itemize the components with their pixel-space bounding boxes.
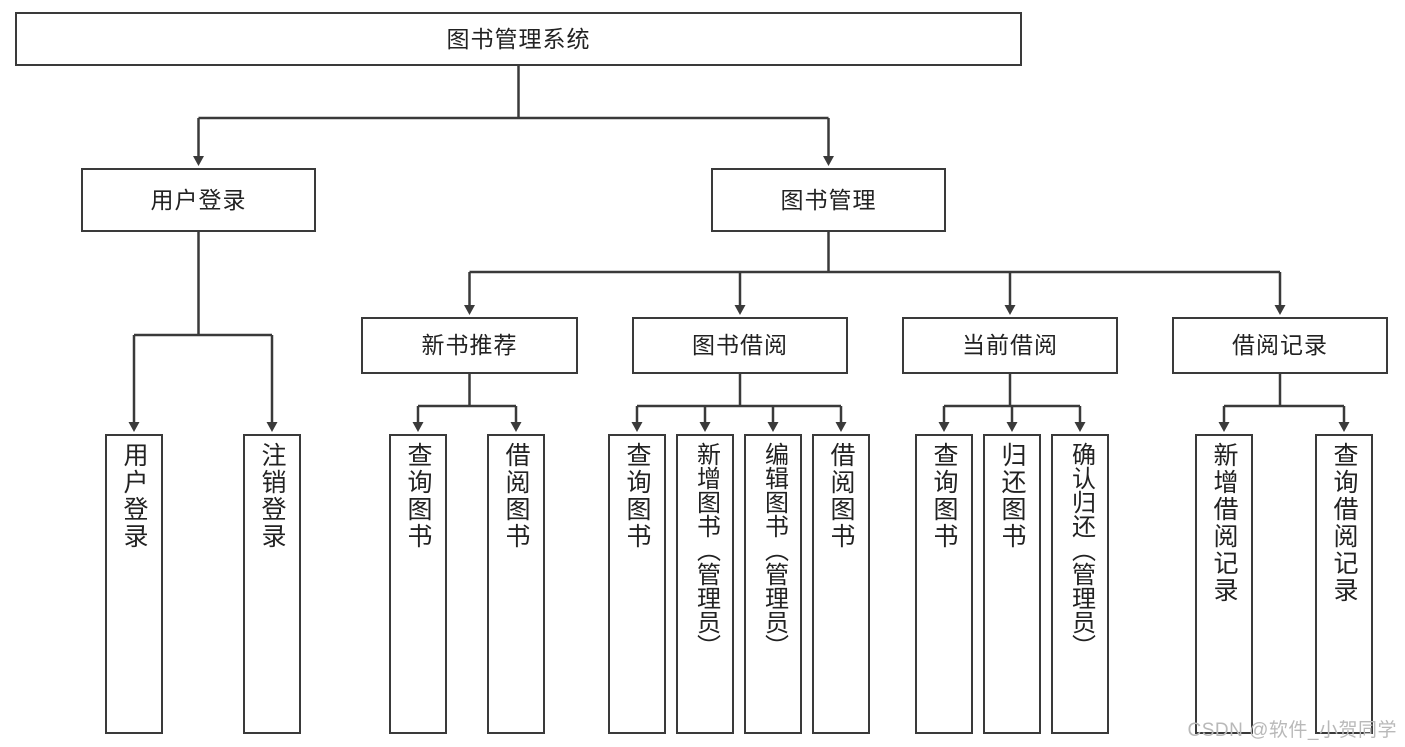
node-leaf-borrow-book[interactable]: 借阅图书 xyxy=(812,434,870,734)
node-leaf-add-borrow-record[interactable]: 新增借阅记录 xyxy=(1195,434,1253,734)
node-leaf-query-book-new[interactable]: 查询图书 xyxy=(389,434,447,734)
node-leaf-borrow-book-label: 借阅图书 xyxy=(827,442,855,550)
node-new-book-recommend-label: 新书推荐 xyxy=(421,332,518,359)
node-root[interactable]: 图书管理系统 xyxy=(15,12,1022,66)
csdn-watermark: CSDN @软件_小贺同学 xyxy=(1187,720,1397,741)
node-leaf-return-book-label: 归还图书 xyxy=(998,442,1026,550)
node-leaf-user-login[interactable]: 用户登录 xyxy=(105,434,163,734)
node-current-borrow-label: 当前借阅 xyxy=(962,332,1058,359)
node-book-borrow[interactable]: 图书借阅 xyxy=(632,317,848,374)
node-leaf-user-logout[interactable]: 注销登录 xyxy=(243,434,301,734)
node-leaf-user-login-label: 用户登录 xyxy=(120,442,148,550)
node-leaf-add-book-admin-label: 新增图书（管理员） xyxy=(692,442,720,658)
node-book-manage-label: 图书管理 xyxy=(780,186,877,213)
node-leaf-edit-book-admin-label: 编辑图书（管理员） xyxy=(760,442,788,658)
node-leaf-add-borrow-record-label: 新增借阅记录 xyxy=(1210,442,1238,604)
node-borrow-record-label: 借阅记录 xyxy=(1232,332,1328,359)
node-leaf-edit-book-admin[interactable]: 编辑图书（管理员） xyxy=(744,434,802,734)
node-leaf-query-book-current-label: 查询图书 xyxy=(930,442,958,550)
node-leaf-borrow-book-new-label: 借阅图书 xyxy=(502,442,530,550)
node-borrow-record[interactable]: 借阅记录 xyxy=(1172,317,1388,374)
node-leaf-return-book[interactable]: 归还图书 xyxy=(983,434,1041,734)
node-leaf-add-book-admin[interactable]: 新增图书（管理员） xyxy=(676,434,734,734)
node-root-label: 图书管理系统 xyxy=(446,25,591,52)
node-leaf-query-book-current[interactable]: 查询图书 xyxy=(915,434,973,734)
node-book-manage[interactable]: 图书管理 xyxy=(711,168,946,232)
node-leaf-query-book-borrow-label: 查询图书 xyxy=(623,442,651,550)
node-leaf-confirm-return-admin[interactable]: 确认归还（管理员） xyxy=(1051,434,1109,734)
node-book-borrow-label: 图书借阅 xyxy=(692,332,788,359)
node-current-borrow[interactable]: 当前借阅 xyxy=(902,317,1118,374)
node-user-login[interactable]: 用户登录 xyxy=(81,168,316,232)
node-leaf-borrow-book-new[interactable]: 借阅图书 xyxy=(487,434,545,734)
node-leaf-query-borrow-record[interactable]: 查询借阅记录 xyxy=(1315,434,1373,734)
node-user-login-label: 用户登录 xyxy=(150,186,247,213)
node-leaf-confirm-return-admin-label: 确认归还（管理员） xyxy=(1067,442,1095,658)
node-leaf-user-logout-label: 注销登录 xyxy=(258,442,286,550)
node-new-book-recommend[interactable]: 新书推荐 xyxy=(361,317,578,374)
node-leaf-query-borrow-record-label: 查询借阅记录 xyxy=(1330,442,1358,604)
node-leaf-query-book-new-label: 查询图书 xyxy=(404,442,432,550)
node-leaf-query-book-borrow[interactable]: 查询图书 xyxy=(608,434,666,734)
